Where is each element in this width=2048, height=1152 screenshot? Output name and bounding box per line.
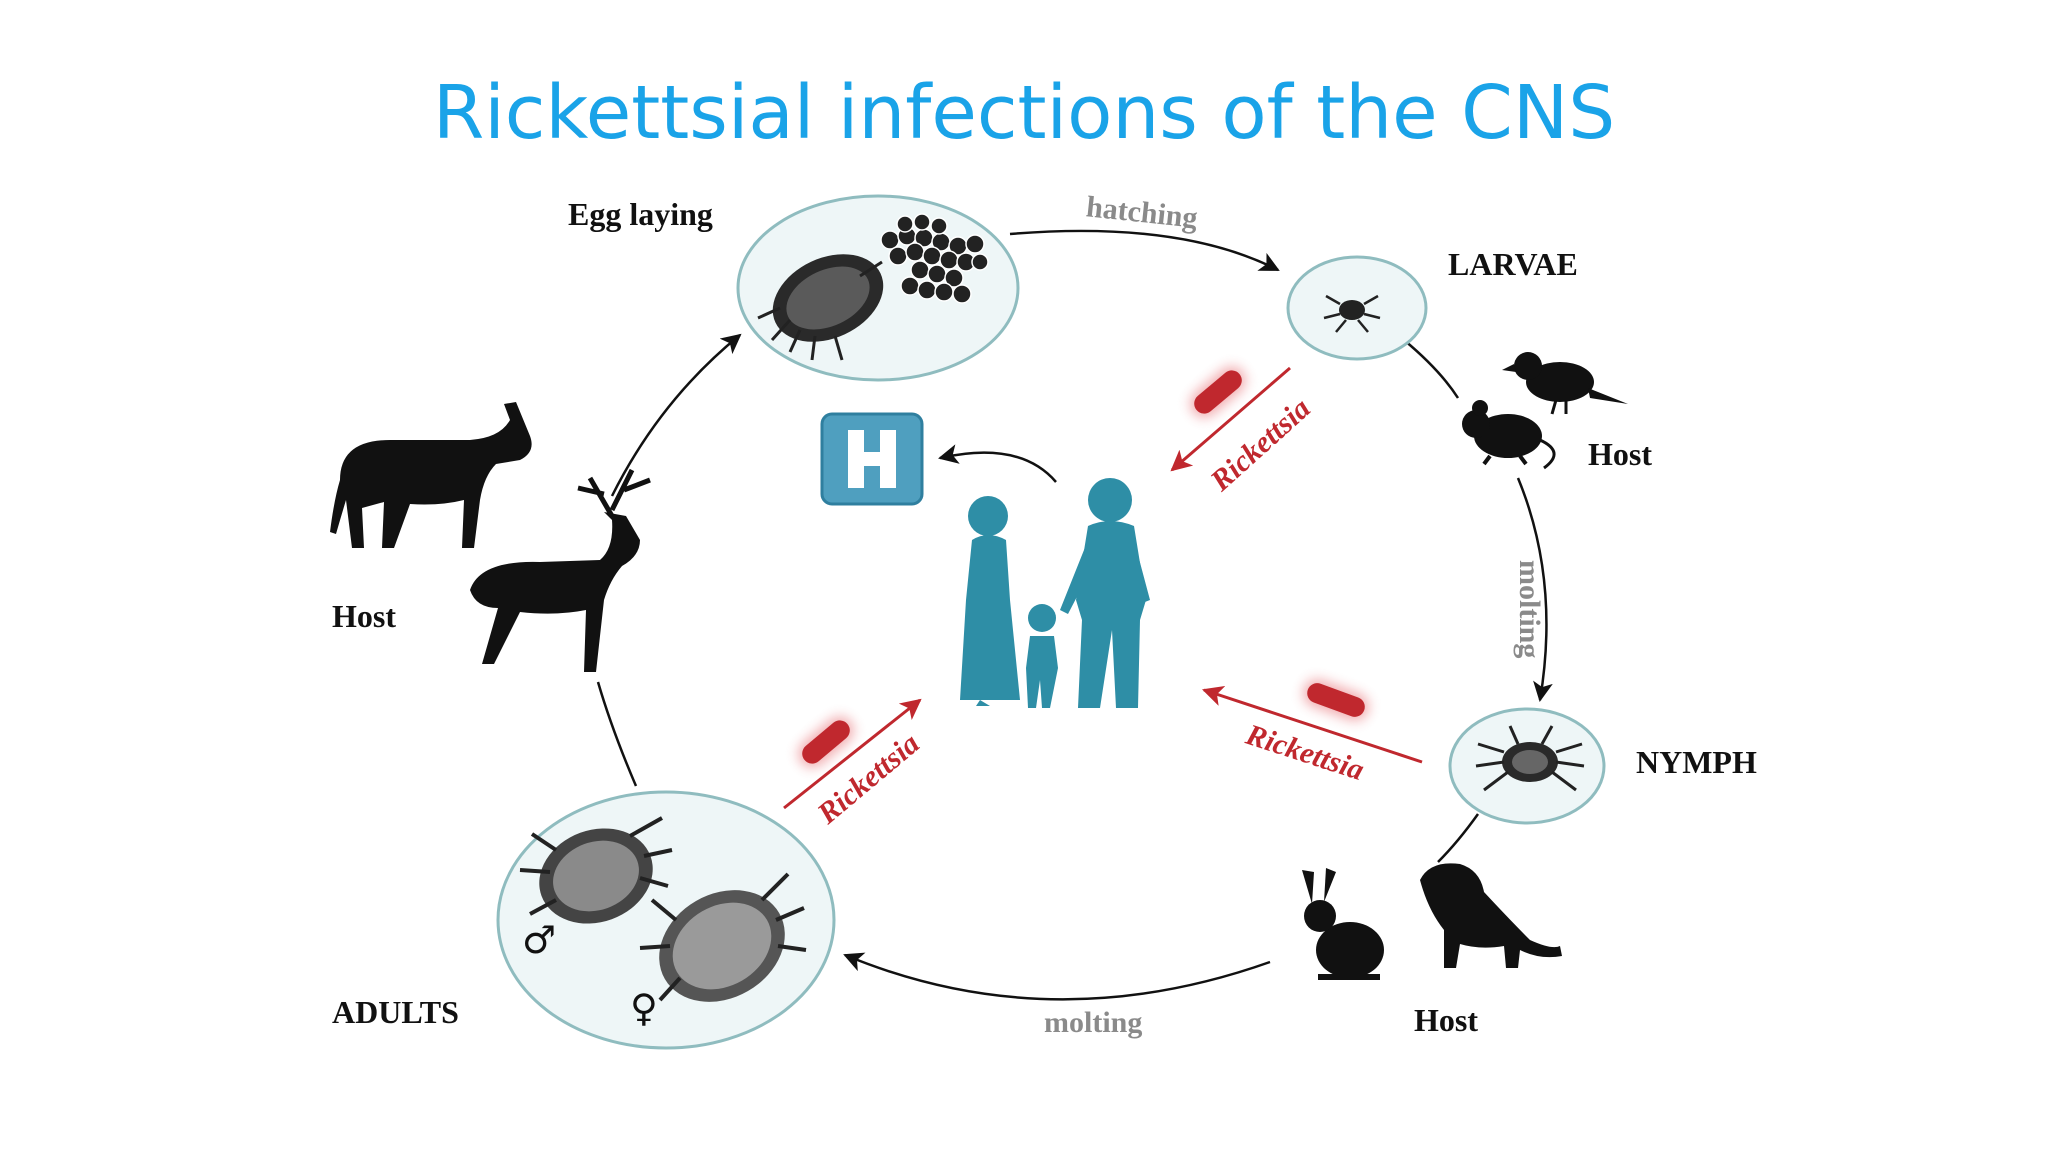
transmission-arrow-adults [783,698,922,810]
arrow-to-hospital [938,444,1057,483]
male-symbol: ♂ [522,918,557,962]
rabbit-icon [1302,868,1384,980]
egg-laying-label: Egg laying [568,196,713,232]
slide-title: Rickettsial infections of the CNS [432,70,1616,156]
host-adults-label: Host [332,598,396,634]
mouse-icon [1462,400,1556,470]
rickettsia-bacterium-nymph-icon [1303,679,1369,721]
larva-tick-icon [1323,294,1381,333]
bird-icon [1502,352,1628,415]
nymph-label: NYMPH [1636,744,1757,780]
cycle-line-adults-host [596,681,638,787]
adult-male-tick-icon [519,816,673,924]
cycle-arrow-molting-bottom [843,952,1271,1001]
rickettsia-bacterium-larvae-icon [1190,366,1246,418]
cycle-arrow-host-egg [610,333,742,497]
larvae-label: LARVAE [1448,246,1578,282]
eggs-cluster-icon [880,213,989,304]
adults-label: ADULTS [332,994,459,1030]
molting-right-label: molting [1513,560,1546,659]
molting-bottom-label: molting [1044,1006,1143,1039]
deer-icon [470,468,651,672]
adult-female-tick-icon [639,872,807,1002]
transmission-arrow-larvae [1170,366,1291,472]
cycle-line-nymph-host [1437,813,1480,863]
dog-icon [1420,863,1562,968]
host-nymph-label: Host [1414,1002,1478,1038]
horse-icon [330,402,532,548]
host-larvae-label: Host [1588,436,1652,472]
rickettsia-bacterium-adults-icon [798,716,854,768]
hospital-icon [820,412,924,506]
egg-laying-tick-icon [757,254,884,361]
cycle-line-larvae-host [1403,339,1460,399]
nymph-tick-icon [1475,725,1585,792]
cycle-arrow-molting-right [1516,477,1553,702]
family-silhouette-icon [960,478,1150,708]
cycle-arrow-hatching [1009,229,1280,272]
transmission-arrow-nymph [1202,685,1423,764]
female-symbol: ♀ [630,986,658,1030]
